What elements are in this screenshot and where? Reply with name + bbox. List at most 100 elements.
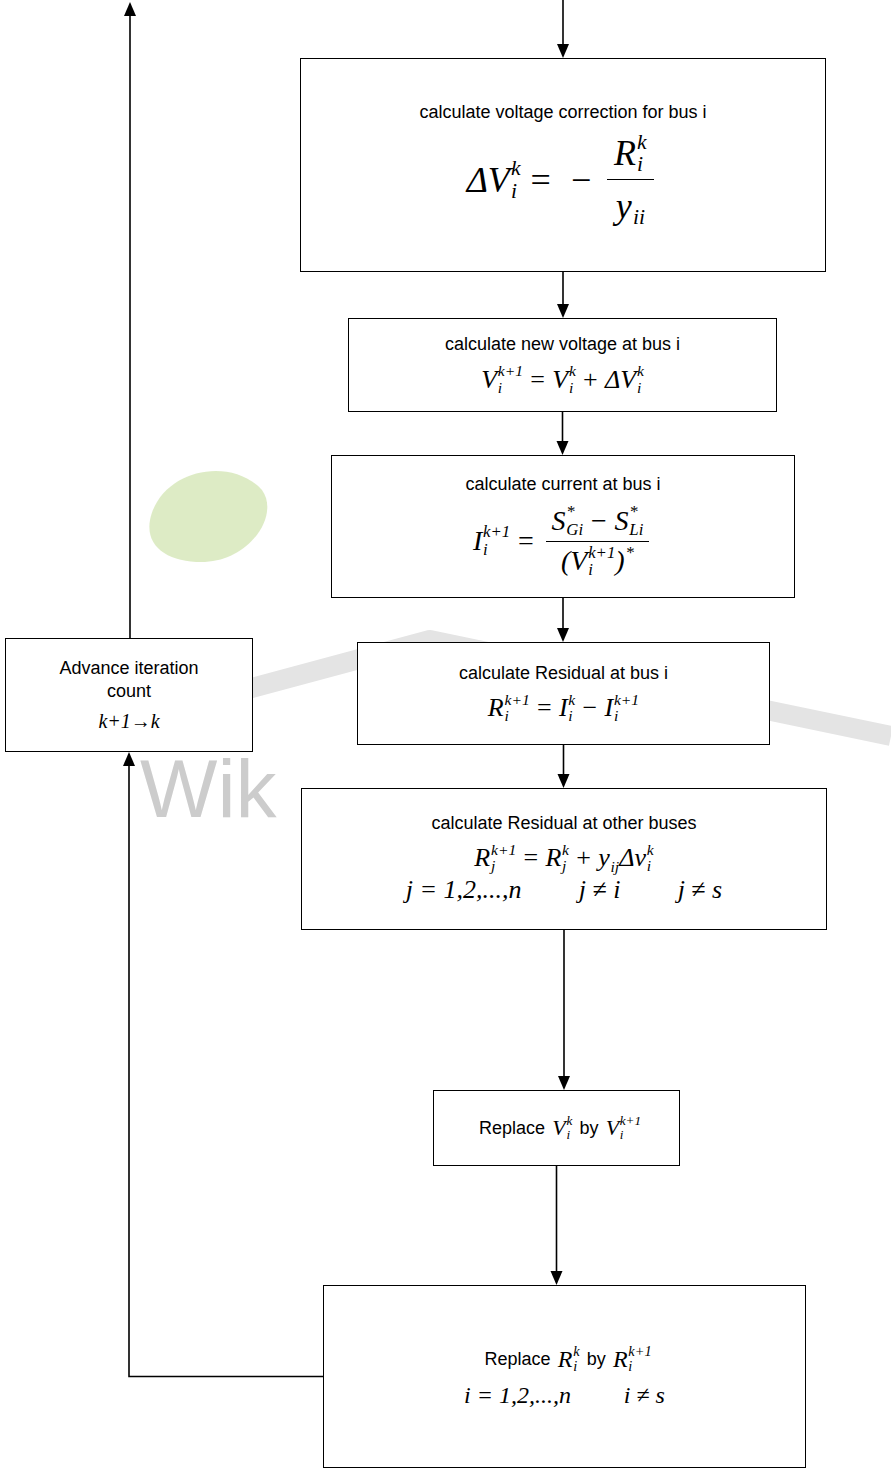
- script-spacer: [625, 561, 633, 579]
- script-stack: *: [625, 544, 633, 579]
- math-symbol: I: [473, 525, 482, 557]
- math-symbol: R: [613, 1346, 628, 1373]
- text-row: Advance iteration count: [59, 657, 199, 702]
- flow-arrow: [551, 1166, 563, 1285]
- superscript: k+1: [628, 1344, 651, 1359]
- math-term: Iki: [559, 692, 575, 725]
- text-row: ReplaceRkibyRk+1i: [477, 1344, 651, 1374]
- subscript: i: [483, 541, 510, 559]
- math-operator: −: [591, 505, 607, 537]
- step-label: Replace: [479, 1118, 545, 1139]
- numerator: Rki: [607, 131, 654, 180]
- entry-arrowhead: [557, 44, 569, 58]
- math-term: Vk+1i: [481, 363, 523, 396]
- math-operator: =: [537, 693, 552, 723]
- entry-line: [562, 0, 564, 45]
- math-operator: −: [571, 159, 591, 201]
- subscript: i: [573, 1359, 579, 1374]
- math-symbol: V: [606, 1115, 619, 1141]
- math-term: Δvki: [619, 842, 654, 875]
- subscript: i: [569, 380, 576, 396]
- superscript: k: [568, 692, 575, 708]
- watermark-leaf: [149, 471, 267, 562]
- math-symbol: Δv: [619, 843, 646, 873]
- script-stack: k+1i: [498, 363, 523, 396]
- math-symbol: ΔV: [467, 159, 510, 201]
- math-operator: −: [583, 693, 598, 723]
- superscript: k: [573, 1344, 579, 1359]
- math-condition: j ≠ s: [678, 875, 723, 905]
- script-stack: k+1i: [614, 692, 639, 725]
- math-term: Vki: [552, 363, 576, 396]
- superscript: k+1: [588, 544, 615, 562]
- superscript: k+1: [491, 842, 516, 858]
- subscript: i: [637, 153, 647, 176]
- script-stack: k+1j: [491, 842, 516, 875]
- text-row: ReplaceVkibyVk+1i: [472, 1114, 641, 1142]
- process-box: calculate voltage correction for bus i ΔV…: [300, 58, 826, 272]
- superscript: k: [566, 1114, 572, 1128]
- script-stack: k+1i: [620, 1114, 641, 1142]
- script-stack: *Li: [629, 503, 643, 538]
- text-row: calculate current at bus i: [465, 474, 660, 495]
- text-row: Ik+1i=S*Gi−S*Li(Vk+1i)*: [473, 503, 653, 579]
- connector-line: [562, 272, 564, 306]
- fraction: S*Gi−S*Li(Vk+1i)*: [546, 503, 649, 579]
- connector-line: [562, 412, 564, 443]
- script-stack: k+1i: [588, 544, 615, 579]
- text-row: ΔVki=−Rkiyii: [467, 131, 660, 228]
- superscript: *: [625, 544, 633, 562]
- math-term: Ik+1i: [473, 523, 510, 558]
- subscript: ii: [633, 206, 645, 229]
- math-term: Rk+1i: [488, 692, 530, 725]
- math-condition: k+1→k: [98, 710, 159, 733]
- subscript: i: [614, 708, 639, 724]
- text-row: calculate voltage correction for bus i: [419, 102, 706, 123]
- flow-arrow: [123, 752, 323, 1377]
- denominator: yii: [609, 180, 652, 228]
- math-operator: +: [576, 843, 591, 873]
- arrowhead: [558, 1076, 570, 1090]
- math-symbol: y: [616, 185, 632, 227]
- math-symbol: R: [545, 843, 561, 873]
- text-row: k+1→k: [98, 710, 159, 733]
- subscript: i: [637, 380, 644, 396]
- script-stack: ii: [633, 183, 645, 228]
- flow-arrow: [558, 745, 570, 788]
- math-condition: i = 1,2,...,n: [464, 1382, 571, 1409]
- connector-line: [129, 764, 323, 1377]
- math-symbol: R: [614, 132, 636, 174]
- text-row: Rk+1i= Iki−Ik+1i: [488, 692, 639, 725]
- math-term: Rk+1j: [474, 842, 516, 875]
- math-operator: =: [530, 365, 545, 395]
- superscript: k: [569, 363, 576, 379]
- math-condition: j ≠ i: [579, 875, 621, 905]
- denominator: (Vk+1i)*: [555, 542, 639, 579]
- script-stack: k+1i: [628, 1344, 651, 1374]
- math-condition: i ≠ s: [624, 1382, 665, 1409]
- connector-line: [563, 745, 565, 776]
- math-symbol: I: [604, 693, 613, 723]
- math-symbol: y: [598, 843, 610, 873]
- connector-line: [562, 598, 564, 630]
- superscript: *: [629, 503, 643, 521]
- arrowhead: [557, 628, 569, 642]
- math-term: Rki: [614, 131, 647, 176]
- math-symbol: R: [558, 1346, 573, 1373]
- math-symbol: S: [615, 505, 629, 537]
- subscript: i: [588, 561, 615, 579]
- arrowhead: [557, 304, 569, 318]
- step-label: by: [587, 1349, 606, 1370]
- process-box: ReplaceRkibyRk+1ii = 1,2,...,ni ≠ s: [323, 1285, 806, 1468]
- numerator: S*Gi−S*Li: [546, 503, 649, 541]
- script-stack: k+1i: [483, 523, 510, 558]
- flow-arrow: [557, 272, 569, 318]
- math-term: )*: [615, 544, 634, 579]
- math-term: yij: [598, 842, 619, 875]
- subscript: Gi: [566, 521, 583, 539]
- script-stack: ki: [647, 842, 654, 875]
- script-spacer: [633, 183, 645, 206]
- math-symbol: S: [551, 505, 565, 537]
- superscript: k: [511, 157, 521, 180]
